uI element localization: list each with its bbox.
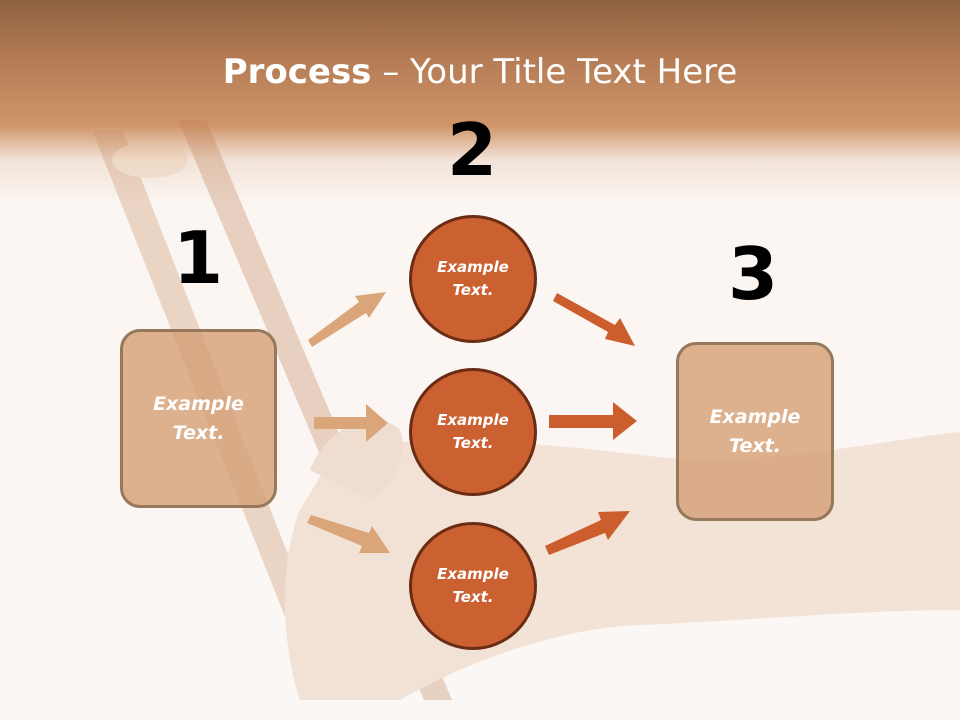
step-2-circle-middle-label: Example Text. — [437, 411, 509, 452]
step-number-3: 3 — [727, 232, 779, 316]
arrow-1-to-bottom — [307, 515, 390, 553]
step-2-circle-middle: Example Text. — [409, 368, 537, 496]
arrow-1-to-top — [308, 292, 386, 347]
step-2-circle-bottom-label: Example Text. — [437, 565, 509, 606]
step-3-box: Example Text. — [676, 342, 834, 521]
step-1-label: Example Text. — [153, 392, 244, 444]
arrow-top-to-3 — [553, 293, 635, 346]
step-number-1: 1 — [172, 216, 224, 300]
title-bold-word: Process — [222, 52, 372, 92]
step-2-circle-bottom: Example Text. — [409, 522, 537, 650]
step-1-box: Example Text. — [120, 329, 277, 508]
step-3-label: Example Text. — [709, 405, 801, 457]
arrow-bottom-to-3 — [545, 511, 630, 555]
title-rest: – Your Title Text Here — [371, 52, 738, 92]
arrow-1-to-middle — [314, 404, 388, 442]
step-2-circle-top: Example Text. — [409, 215, 537, 343]
arrow-middle-to-3 — [549, 402, 637, 440]
step-number-2: 2 — [446, 108, 498, 192]
step-2-circle-top-label: Example Text. — [437, 258, 509, 299]
slide-title: Process – Your Title Text Here — [0, 52, 960, 92]
